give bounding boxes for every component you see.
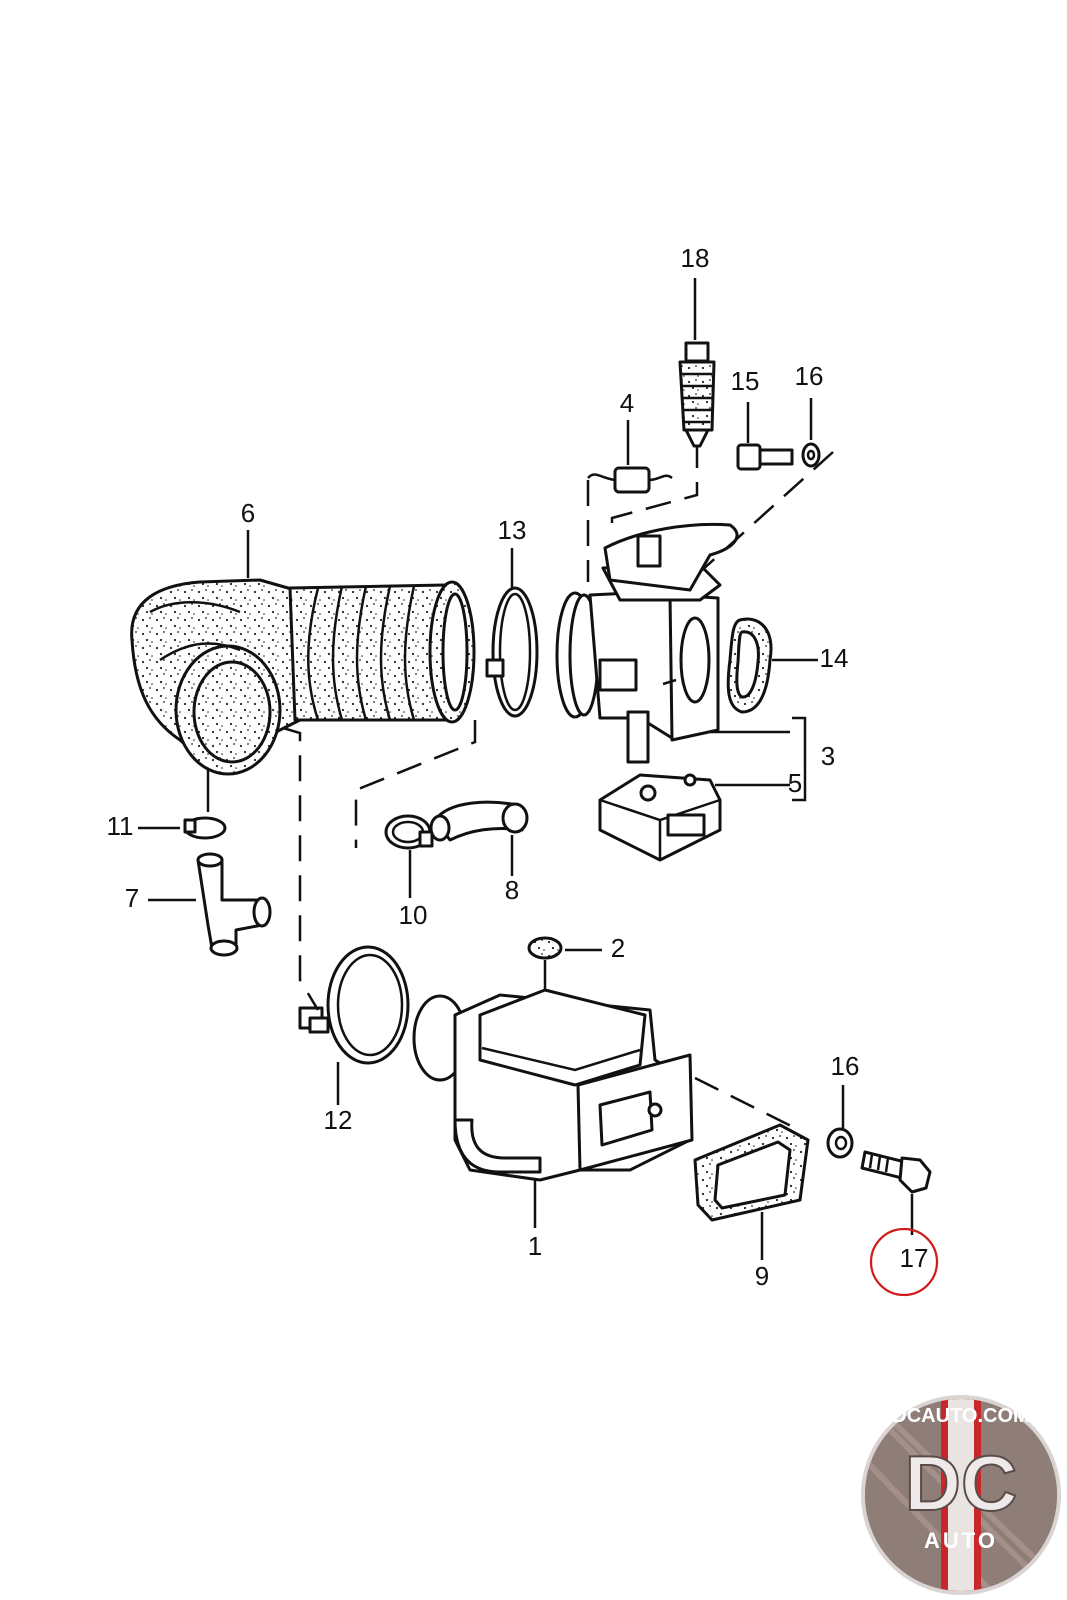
callout-17-highlight-circle (869, 1227, 939, 1297)
bolt-part-15 (736, 443, 794, 471)
clamp-part-10 (384, 814, 434, 850)
callout-14: 14 (820, 643, 849, 673)
hose-clamp-part-13 (485, 586, 539, 718)
clamp-part-12 (298, 945, 410, 1065)
hose-part-7 (196, 852, 272, 957)
callout-6: 6 (241, 498, 255, 528)
svg-text:AUTO: AUTO (924, 1528, 998, 1553)
callout-18: 18 (681, 243, 710, 273)
clamp-part-11 (183, 816, 227, 840)
callout-5: 5 (788, 768, 802, 798)
leader-lines (138, 278, 914, 1260)
svg-text:DC: DC (905, 1439, 1018, 1527)
callout-10: 10 (399, 900, 428, 930)
intake-boot-part-6 (130, 578, 476, 776)
callout-16-upper: 16 (795, 361, 824, 391)
callout-8: 8 (505, 875, 519, 905)
dc-auto-logo: DCAUTO.COM DC AUTO (861, 1395, 1061, 1595)
cap-part-2 (527, 936, 563, 960)
callout-7: 7 (125, 883, 139, 913)
callout-13: 13 (498, 515, 527, 545)
air-flow-meter-part-1 (412, 988, 694, 1182)
callout-11: 11 (107, 811, 134, 841)
svg-text:DCAUTO.COM: DCAUTO.COM (892, 1405, 1029, 1427)
callout-2: 2 (611, 933, 625, 963)
assembly-dashed-lines (282, 446, 834, 1130)
callout-9: 9 (755, 1261, 769, 1291)
adjusting-screw-part-18 (678, 341, 716, 448)
callout-labels: 1 2 3 4 5 6 7 8 9 10 11 12 13 14 15 16 1… (107, 243, 939, 1297)
bolt-part-17 (860, 1150, 932, 1194)
callout-17: 17 (900, 1243, 929, 1273)
callout-16-lower: 16 (831, 1051, 860, 1081)
callout-3: 3 (821, 741, 835, 771)
spring-part-4 (587, 466, 673, 494)
washer-part-16-upper (801, 442, 821, 468)
callout-15: 15 (731, 366, 760, 396)
callout-1: 1 (528, 1231, 542, 1261)
callout-4: 4 (620, 388, 634, 418)
gasket-part-14 (726, 617, 773, 714)
throttle-body-part-3 (555, 522, 739, 764)
gasket-part-9 (693, 1123, 810, 1222)
throttle-switch-part-5 (598, 773, 722, 862)
washer-part-16-lower (826, 1127, 854, 1159)
hose-part-8 (429, 800, 529, 842)
callout-12: 12 (324, 1105, 353, 1135)
